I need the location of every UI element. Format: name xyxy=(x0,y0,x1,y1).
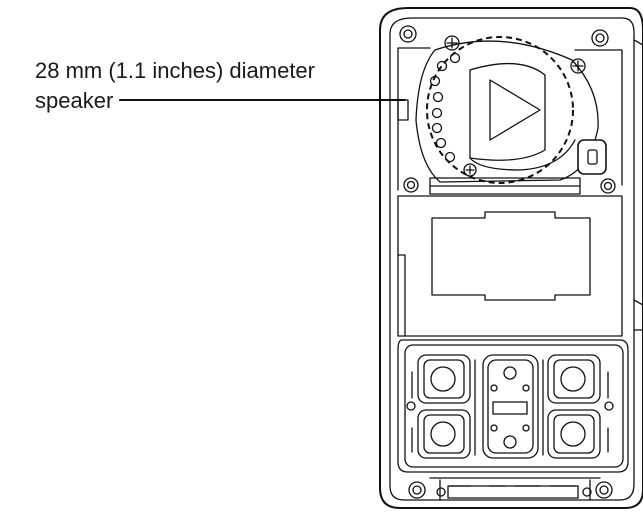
key-center xyxy=(482,354,539,459)
key-pin-left xyxy=(406,401,416,411)
side-grip-right xyxy=(633,39,643,331)
mid-screw-right xyxy=(600,178,616,194)
keypad-inner xyxy=(404,344,624,468)
middle-compartment xyxy=(397,195,623,337)
speaker-holes xyxy=(429,52,461,163)
left-rail xyxy=(397,254,406,337)
key-bottom-left xyxy=(417,409,471,459)
bottom-connector xyxy=(429,477,601,501)
bottom-connector-body xyxy=(447,485,579,499)
bottom-slot-right xyxy=(582,487,592,497)
bottom-screw-right xyxy=(595,481,613,499)
speaker-magnet xyxy=(489,79,541,141)
speaker-outline xyxy=(426,36,574,184)
label-window xyxy=(431,211,591,301)
keypad-area xyxy=(397,339,629,473)
speaker-screw-bottom xyxy=(463,163,477,177)
mid-screw-left xyxy=(403,177,419,193)
key-bottom-right xyxy=(547,409,601,459)
bottom-slot-left xyxy=(436,487,446,497)
key-top-left xyxy=(417,354,471,404)
left-tab xyxy=(397,99,409,121)
speaker-cone xyxy=(469,62,546,161)
speaker-wire xyxy=(469,139,576,171)
bottom-screw-left xyxy=(408,481,426,499)
callout-label-line1: 28 mm (1.1 inches) diameter xyxy=(35,58,315,83)
speaker-screw-right xyxy=(570,58,586,74)
callout-label-line2: speaker xyxy=(35,88,114,113)
key-pin-right xyxy=(604,401,614,411)
key-top-right xyxy=(547,354,601,404)
connector-right-inner xyxy=(587,149,598,165)
housing-inner xyxy=(389,17,635,501)
corner-screw-top-left xyxy=(399,25,417,43)
connector-right xyxy=(577,139,607,175)
corner-screw-top-right xyxy=(591,29,609,47)
speaker-screw-top xyxy=(444,35,460,51)
key-guides xyxy=(411,359,609,456)
housing-outer xyxy=(379,7,643,509)
